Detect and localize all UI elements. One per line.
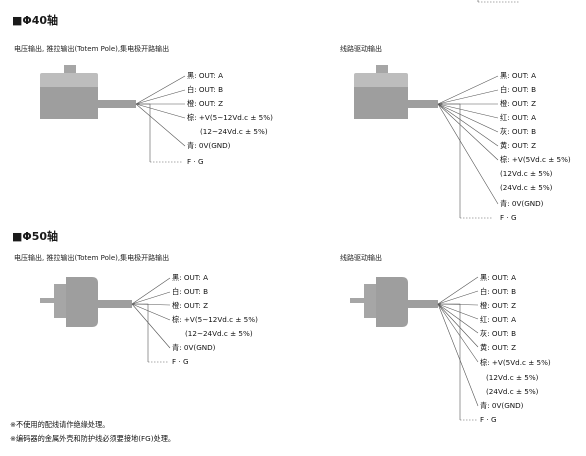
wire-label: (24Vd.c ± 5%) <box>486 387 539 396</box>
wire-label: 黄: OUT: Z <box>500 141 537 150</box>
wire-label: 白: OUT: B <box>187 85 224 94</box>
wire-label: 橙: OUT: Z <box>172 301 209 310</box>
subtitle-phi50-left: 电压输出, 推拉输出(Totem Pole),集电极开路输出 <box>14 254 170 262</box>
wire-label: 橙: OUT: Z <box>480 301 517 310</box>
wire-label: 青: 0V(GND) <box>172 343 216 352</box>
wire-label: 橙: OUT: Z <box>187 99 224 108</box>
wire-label: F · G <box>480 415 497 424</box>
wire-label: 白: OUT: B <box>500 85 537 94</box>
wire-label: 青: 0V(GND) <box>500 199 544 208</box>
wire-label: 棕: +V(5~12Vd.c ± 5%) <box>187 113 273 122</box>
wire-label: 红: OUT: A <box>500 113 537 122</box>
note-grounding: ※编码器的金属外壳和防护线必须要接地(FG)处理。 <box>10 434 176 443</box>
wire-label: (12~24Vd.c ± 5%) <box>200 127 268 136</box>
wire-label: 红: OUT: A <box>480 315 517 324</box>
section-title-phi40: ■Φ40轴 <box>12 14 59 27</box>
wire-label: 青: 0V(GND) <box>187 141 231 150</box>
subtitle-phi40-left: 电压输出, 推拉输出(Totem Pole),集电极开路输出 <box>14 45 170 53</box>
wire-label: F · G <box>187 157 204 166</box>
wire-label: F · G <box>500 213 517 222</box>
wire-label: F · G <box>172 357 189 366</box>
wire-label: (12Vd.c ± 5%) <box>500 169 553 178</box>
encoder-phi40-right-icon <box>354 65 438 119</box>
wire-label: 黑: OUT: A <box>172 273 209 282</box>
wire-label: 黑: OUT: A <box>480 273 517 282</box>
note-insulation: ※不使用的配线请作绝缘处理。 <box>10 420 110 429</box>
wire-label: 黄: OUT: Z <box>480 343 517 352</box>
wire-label: 棕: +V(5~12Vd.c ± 5%) <box>172 315 258 324</box>
wire-label: 白: OUT: B <box>172 287 209 296</box>
wire-label: (12Vd.c ± 5%) <box>486 373 539 382</box>
wire-label: 青: 0V(GND) <box>480 401 524 410</box>
wire-label: 灰: OUT: B <box>500 127 537 136</box>
subtitle-phi50-right: 线路驱动输出 <box>340 254 382 262</box>
encoder-phi40-left-icon <box>40 65 136 119</box>
subtitle-phi40-right: 线路驱动输出 <box>340 45 382 53</box>
wire-label: 棕: +V(5Vd.c ± 5%) <box>480 358 551 367</box>
wire-label: (24Vd.c ± 5%) <box>500 183 553 192</box>
wire-label: 白: OUT: B <box>480 287 517 296</box>
wire-label: 棕: +V(5Vd.c ± 5%) <box>500 155 571 164</box>
section-title-phi50: ■Φ50轴 <box>12 230 59 243</box>
wire-label: 橙: OUT: Z <box>500 99 537 108</box>
wire-label: 黑: OUT: A <box>500 71 537 80</box>
wire-label: (12~24Vd.c ± 5%) <box>185 329 253 338</box>
wire-label: 黑: OUT: A <box>187 71 224 80</box>
encoder-phi50-left-icon <box>40 277 132 327</box>
wire-label: 灰: OUT: B <box>480 329 517 338</box>
encoder-phi50-right-icon <box>350 277 438 327</box>
